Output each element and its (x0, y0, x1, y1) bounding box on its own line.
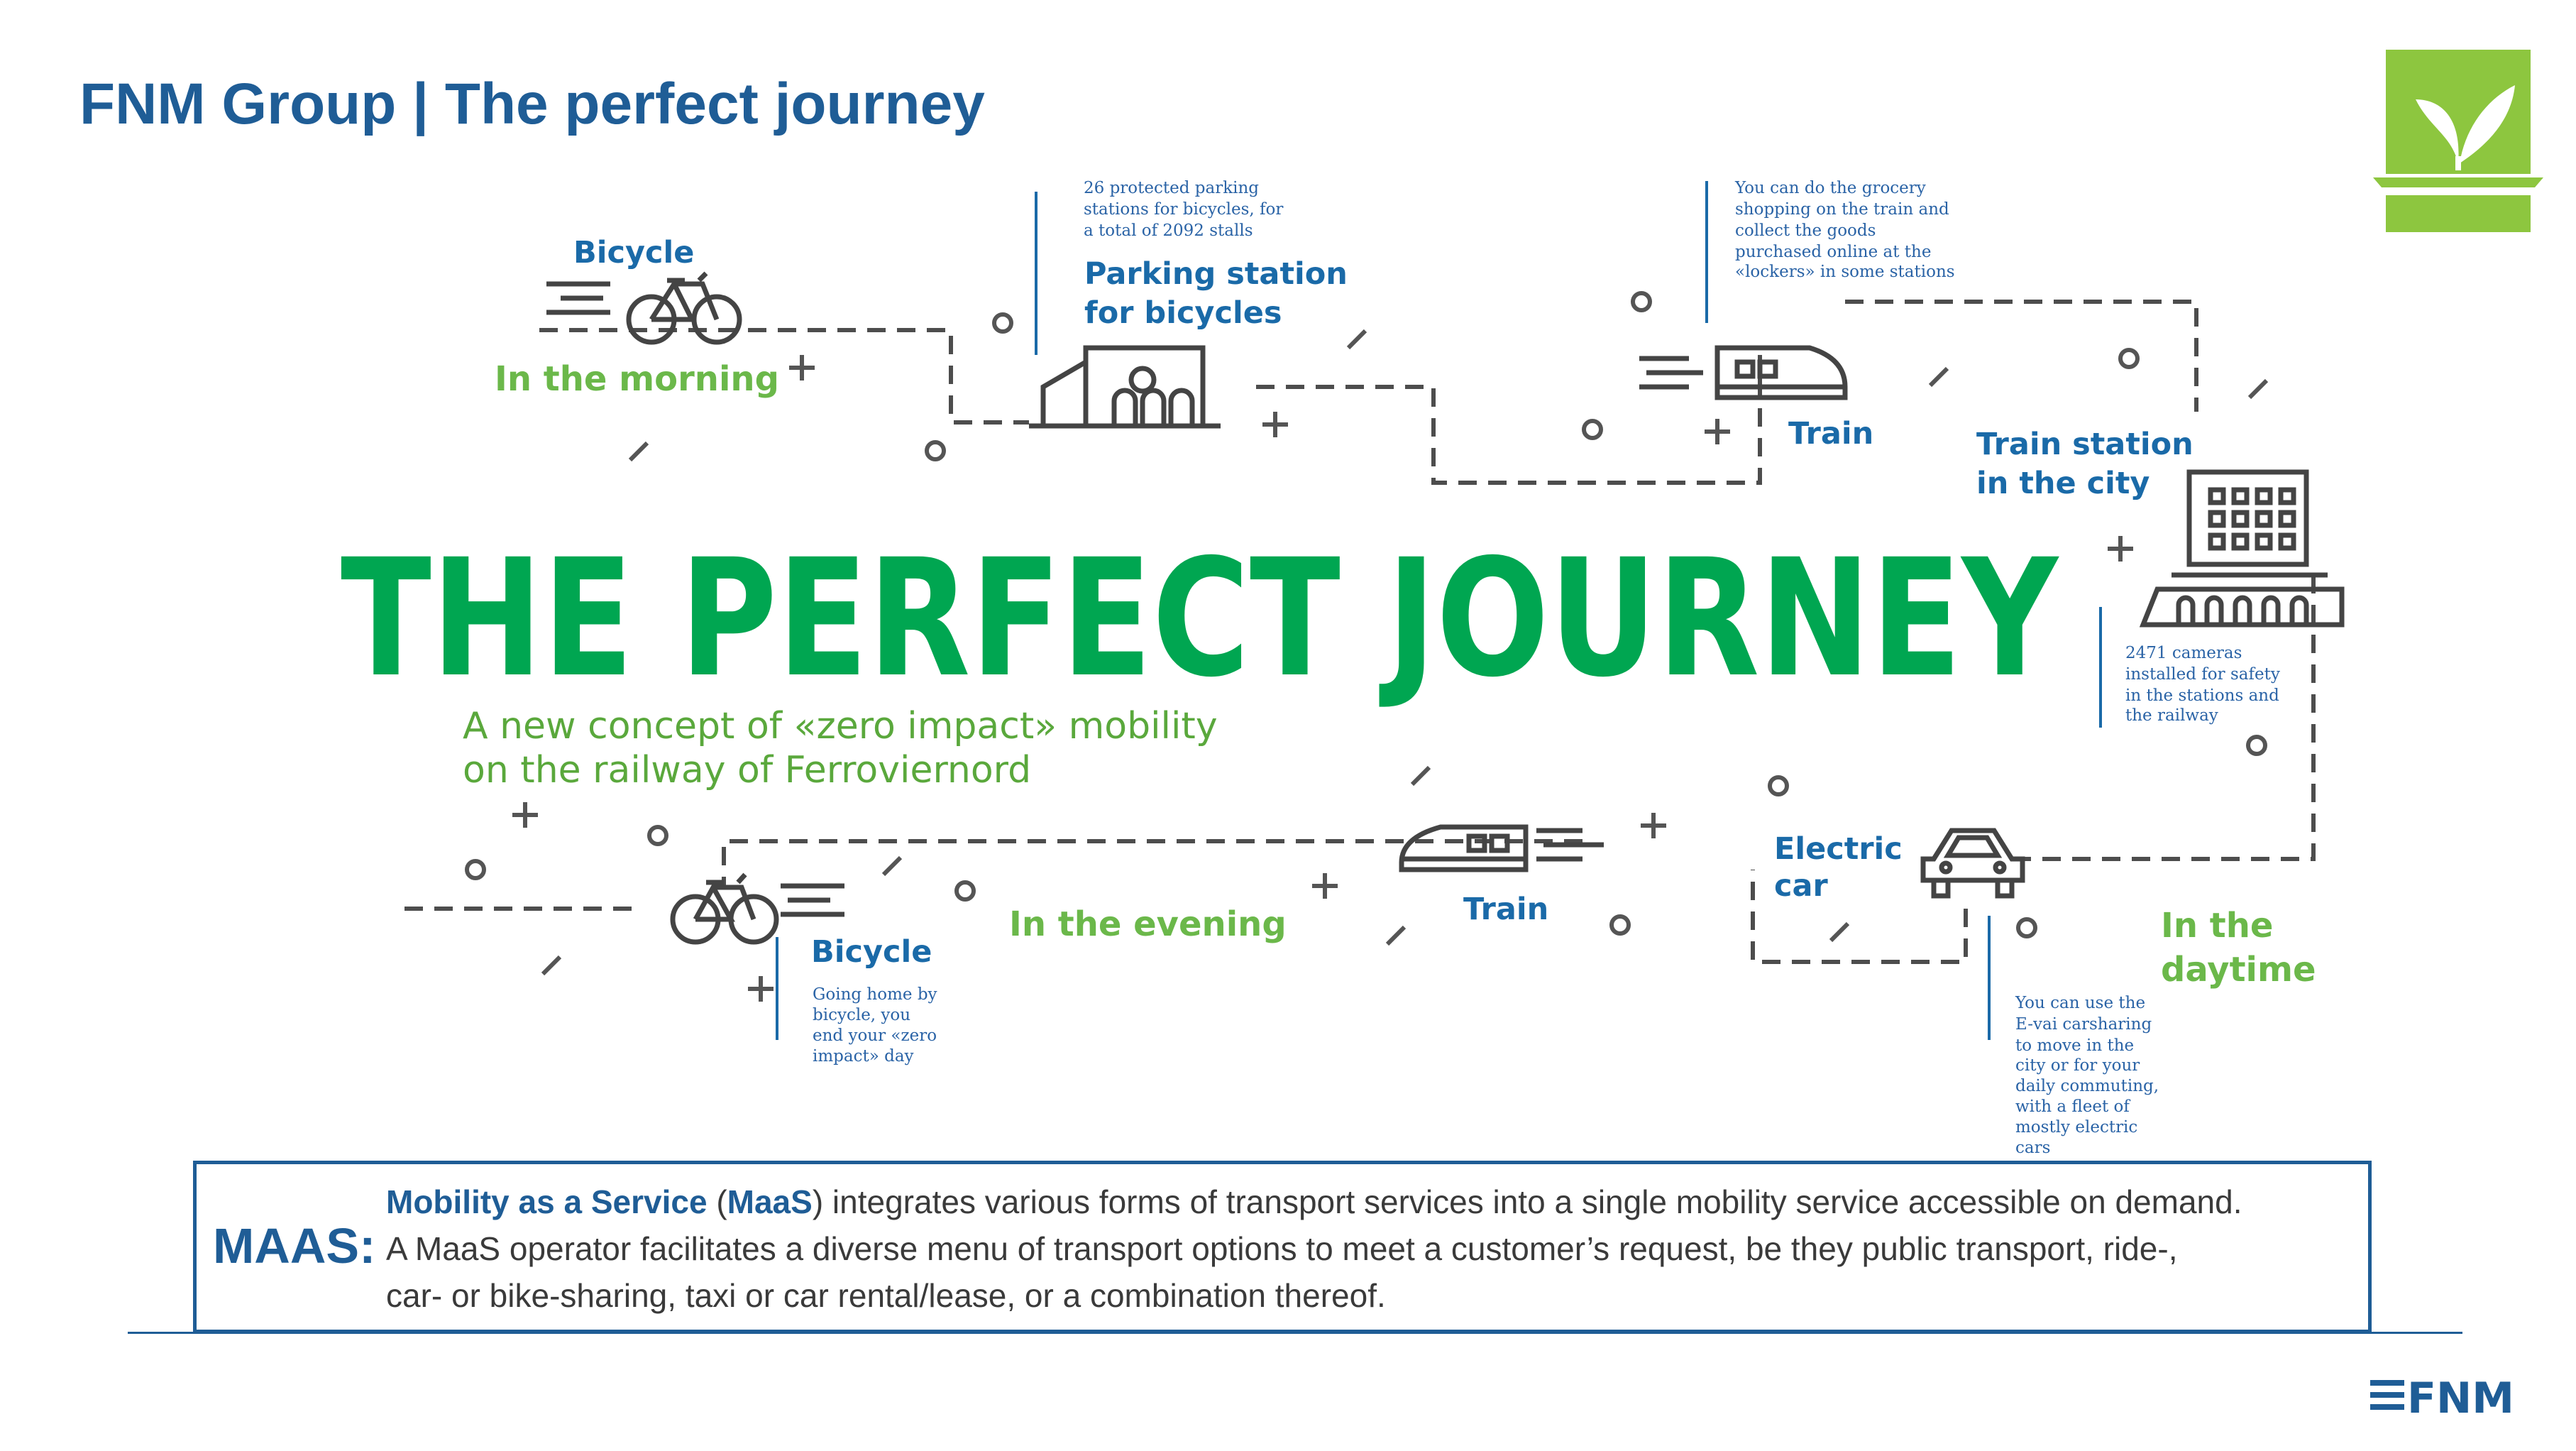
svg-text:with a fleet of: with a fleet of (2015, 1097, 2130, 1116)
parking-note: 26 protected parking stations for bicycl… (1084, 179, 1283, 240)
svg-text:E-vai carsharing: E-vai carsharing (2015, 1015, 2152, 1034)
headline: THE PERFECT JOURNEY (341, 524, 2059, 713)
maas-label: MAAS: (213, 1218, 376, 1274)
bicycle-evening-label: Bicycle (811, 934, 932, 970)
svg-text:a total of 2092 stalls: a total of 2092 stalls (1084, 221, 1253, 240)
slide-title: FNM Group | The perfect journey (79, 72, 985, 136)
parking-title-line1: Parking station (1084, 256, 1348, 292)
svg-text:city or for your: city or for your (2015, 1056, 2140, 1075)
carsharing-note: You can use the E-vai carsharing to move… (2015, 994, 2159, 1157)
in-the-evening-label: In the evening (1009, 904, 1287, 944)
svg-text:shopping on the train and: shopping on the train and (1735, 200, 1949, 219)
parking-title-line2: for bicycles (1084, 295, 1282, 331)
maas-line-1: Mobility as a Service (MaaS) integrates … (386, 1183, 2242, 1220)
svg-text:daily commuting,: daily commuting, (2015, 1077, 2159, 1095)
grocery-note: You can do the grocery shopping on the t… (1734, 179, 1955, 281)
svg-text:in the stations and: in the stations and (2125, 686, 2279, 705)
svg-text:installed for safety: installed for safety (2125, 665, 2280, 684)
maas-line-2: A MaaS operator facilitates a diverse me… (386, 1230, 2178, 1267)
train-evening-label: Train (1463, 892, 1548, 927)
maas-line-3: car- or bike-sharing, taxi or car rental… (386, 1277, 1386, 1314)
svg-text:purchased online at the: purchased online at the (1735, 243, 1931, 261)
train-station-icon (2139, 469, 2345, 628)
parking-station-icon (1029, 345, 1221, 429)
cameras-note: 2471 cameras installed for safety in the… (2125, 644, 2280, 725)
journey-path-afternoon (2022, 575, 2316, 861)
electric-car-line1: Electric (1774, 831, 1903, 867)
train-icon (1639, 345, 1848, 400)
svg-text:You can use the: You can use the (2015, 994, 2145, 1012)
fnm-logo-text: FNM (2407, 1374, 2514, 1420)
daytime-line1: In the (2161, 906, 2273, 946)
svg-text:cars: cars (2015, 1139, 2050, 1157)
bicycle-icon (546, 271, 742, 345)
bicycle-morning-label: Bicycle (573, 235, 694, 270)
subtitle-line1: A new concept of «zero impact» mobility (463, 705, 1218, 748)
station-title-line2: in the city (1976, 466, 2150, 501)
train-icon-evening (1399, 824, 1604, 872)
maas-definition-text: Mobility as a Service (MaaS) integrates … (386, 1178, 2352, 1319)
home-note: Going home by bicycle, you end your «zer… (813, 985, 937, 1066)
svg-text:Going home by: Going home by (813, 985, 937, 1004)
journey-path-morning (539, 328, 1029, 425)
train-morning-label: Train (1788, 416, 1873, 451)
station-title-line1: Train station (1976, 427, 2194, 462)
svg-text:impact» day: impact» day (813, 1047, 914, 1066)
bicycle-icon-evening (670, 872, 844, 945)
svg-text:«lockers» in some stations: «lockers» in some stations (1735, 263, 1955, 281)
journey-path-midday (1256, 355, 1762, 485)
fnm-logo: FNM (2370, 1374, 2514, 1420)
svg-text:stations for bicycles, for: stations for bicycles, for (1084, 200, 1283, 219)
maas-definition-box (193, 1161, 2372, 1333)
svg-text:to move in the: to move in the (2015, 1036, 2134, 1055)
svg-text:You can do the grocery: You can do the grocery (1734, 179, 1926, 197)
subtitle-line2: on the railway of Ferroviernord (463, 749, 1031, 792)
leaf-logo-icon (2373, 50, 2543, 232)
electric-car-line2: car (1774, 868, 1829, 904)
svg-text:collect the goods: collect the goods (1735, 221, 1876, 240)
svg-text:bicycle, you: bicycle, you (813, 1006, 910, 1024)
in-the-morning-label: In the morning (495, 359, 779, 399)
daytime-line2: daytime (2161, 950, 2316, 990)
svg-text:end your «zero: end your «zero (813, 1026, 937, 1045)
svg-text:mostly electric: mostly electric (2015, 1118, 2137, 1137)
fnm-logo-stripe-icon (2370, 1380, 2404, 1386)
maas-abbr: MaaS (727, 1183, 813, 1220)
svg-text:26 protected parking: 26 protected parking (1084, 179, 1259, 197)
svg-text:the railway: the railway (2125, 706, 2218, 725)
footer-rule (128, 1332, 2462, 1334)
electric-car-icon (1920, 828, 2025, 899)
maas-lead-term: Mobility as a Service (386, 1183, 708, 1220)
svg-text:2471 cameras: 2471 cameras (2125, 644, 2242, 662)
